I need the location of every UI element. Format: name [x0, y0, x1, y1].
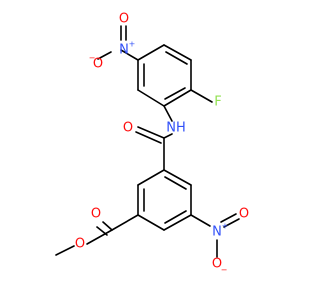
bond-c-nitro1	[120, 49, 139, 61]
atom-n-nitro2: N	[212, 225, 222, 240]
bond-carbonyl-o-a	[137, 126, 165, 139]
bond-ring2-f	[137, 169, 165, 186]
bond-ring1-c-inner	[164, 87, 186, 100]
charge-minus-nitro2: −	[221, 266, 228, 275]
atom-nh: NH	[166, 121, 186, 136]
bond-ester-o-double-a	[102, 221, 113, 231]
bond-nh-carbonyl	[163, 133, 173, 139]
atom-labels: O N + O − F NH O N + O O − O O	[75, 12, 249, 275]
atom-o-ester-single: O	[75, 237, 85, 252]
bond-ring1-a	[163, 44, 192, 61]
bond-nitro2-o-double-a	[220, 213, 237, 223]
structure-canvas: O N + O − F NH O N + O O − O O	[55, 11, 250, 275]
bond-ring2-ester	[111, 214, 139, 231]
bond-ring2-d	[137, 214, 165, 231]
atom-o-carbonyl: O	[123, 121, 133, 136]
atom-o-ester-double: O	[91, 207, 101, 222]
bond-ring2-c	[163, 214, 192, 231]
bond-nitro1-o-single	[97, 51, 112, 60]
bond-o-methyl	[55, 245, 75, 256]
molecule-structure: O N + O − F NH O N + O O − O O	[55, 12, 249, 275]
bond-carbonyl-o-b	[135, 131, 162, 144]
atom-o-nitro1-top: O	[119, 12, 129, 27]
bond-ring1-d	[137, 89, 165, 107]
atom-f: F	[214, 95, 221, 110]
bond-nitro2-o-double-b	[223, 218, 240, 228]
charge-plus-nitro2: +	[222, 222, 229, 231]
bond-ring2-a	[163, 169, 192, 186]
bond-ring1-a-inner	[165, 51, 188, 65]
bond-ring1-nh	[163, 105, 173, 122]
bond-c-nitro2	[190, 214, 211, 227]
bond-ring2-c-inner	[164, 210, 187, 224]
atom-n-nitro1: N	[119, 43, 129, 58]
atom-o-nitro2-right: O	[239, 207, 249, 222]
bond-ring1-c	[163, 89, 192, 107]
bonds	[55, 25, 240, 258]
atom-o-nitro1-left: O	[93, 57, 103, 72]
charge-plus-nitro1: +	[129, 40, 136, 49]
bond-ring2-a-inner	[164, 176, 187, 190]
bond-ring1-f	[137, 44, 165, 61]
atom-o-nitro2-bottom: O	[212, 257, 222, 272]
bond-c-f	[190, 89, 213, 103]
charge-minus-nitro1: −	[89, 54, 96, 63]
bond-ester-o-single	[86, 229, 113, 245]
